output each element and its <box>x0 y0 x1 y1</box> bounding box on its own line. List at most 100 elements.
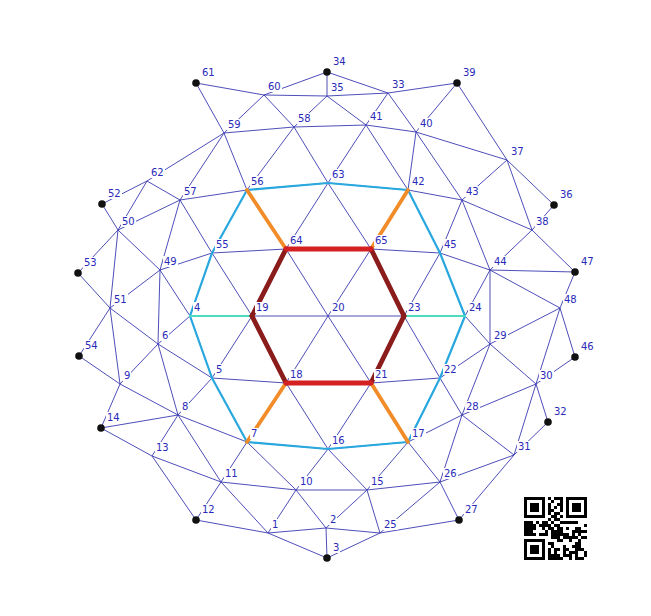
qr-module <box>557 512 560 515</box>
qr-module <box>536 557 539 560</box>
mesh-line <box>224 133 247 190</box>
qr-module <box>533 515 536 518</box>
qr-module <box>554 518 557 521</box>
vertex-number: 38 <box>535 216 550 227</box>
vertex-number: 47 <box>580 256 595 267</box>
qr-module <box>530 521 533 524</box>
vertex-number: 37 <box>510 146 525 157</box>
vertex-number: 22 <box>443 364 458 375</box>
qr-module <box>548 512 551 515</box>
qr-module <box>566 554 569 557</box>
mesh-line <box>328 449 367 490</box>
mesh-line <box>264 95 327 96</box>
qr-module <box>578 533 581 536</box>
mesh-line <box>490 270 575 272</box>
qr-module <box>578 548 581 551</box>
qr-module <box>542 521 545 524</box>
qr-module <box>578 503 581 506</box>
mesh-line <box>416 83 457 132</box>
vertex-number: 53 <box>83 257 98 268</box>
vertex-number: 39 <box>462 67 477 78</box>
qr-module <box>527 521 530 524</box>
qr-module <box>581 536 584 539</box>
mesh-line <box>536 384 548 422</box>
qr-module <box>524 530 527 533</box>
blue-hexagon-line <box>408 378 440 442</box>
orange-line <box>371 383 408 442</box>
qr-module <box>542 554 545 557</box>
mesh-line <box>147 133 224 181</box>
mesh-line <box>190 253 212 316</box>
blue-hexagon-line <box>440 253 465 316</box>
qr-module <box>557 497 560 500</box>
qr-module <box>533 548 536 551</box>
mesh-line <box>490 270 491 344</box>
qr-module <box>566 515 569 518</box>
qr-module <box>584 500 587 503</box>
blue-hexagon-lines <box>190 183 465 449</box>
qr-module <box>542 497 545 500</box>
mesh-line <box>327 96 366 125</box>
mesh-line <box>152 456 221 482</box>
qr-module <box>560 539 563 542</box>
qr-module <box>551 515 554 518</box>
mesh-line <box>465 316 490 344</box>
mesh-line <box>507 160 532 230</box>
qr-module <box>566 521 569 524</box>
vertex-number: 33 <box>391 79 406 90</box>
qr-module <box>551 554 554 557</box>
mesh-line <box>120 384 178 415</box>
mesh-line <box>326 490 367 528</box>
qr-module <box>548 542 551 545</box>
mesh-line <box>440 415 462 482</box>
mesh-line <box>120 344 158 384</box>
qr-module <box>581 557 584 560</box>
qr-module <box>527 515 530 518</box>
qr-module <box>530 515 533 518</box>
qr-module <box>524 509 527 512</box>
mesh-line <box>294 125 366 127</box>
vertex-number: 65 <box>374 235 389 246</box>
qr-module <box>563 548 566 551</box>
qr-module <box>548 551 551 554</box>
qr-module <box>572 509 575 512</box>
qr-module <box>569 521 572 524</box>
qr-module <box>572 530 575 533</box>
mesh-line <box>328 249 371 316</box>
qr-module <box>572 551 575 554</box>
teal-line <box>190 315 252 317</box>
mesh-line <box>158 316 190 344</box>
mesh-line <box>178 415 221 482</box>
qr-module <box>578 506 581 509</box>
anchor-dot <box>323 554 331 562</box>
qr-module <box>575 503 578 506</box>
mesh-line <box>371 249 404 316</box>
qr-module <box>575 506 578 509</box>
vertex-number: 5 <box>215 364 223 375</box>
mesh-line <box>147 181 180 200</box>
qr-module <box>524 527 527 530</box>
qr-module <box>548 518 551 521</box>
qr-module <box>575 554 578 557</box>
qr-module <box>572 506 575 509</box>
red-lines <box>286 249 371 383</box>
anchor-dot <box>455 516 463 524</box>
qr-module <box>575 515 578 518</box>
mesh-line <box>160 200 180 270</box>
qr-module <box>530 557 533 560</box>
vertex-number: 13 <box>155 442 170 453</box>
mesh-line <box>366 125 416 132</box>
mesh-line <box>268 533 327 558</box>
qr-module <box>551 527 554 530</box>
qr-module <box>557 524 560 527</box>
mesh-line <box>490 230 532 270</box>
qr-module <box>557 539 560 542</box>
qr-module <box>536 539 539 542</box>
mesh-line <box>462 384 536 415</box>
qr-module <box>530 527 533 530</box>
vertex-number: 43 <box>465 186 480 197</box>
mesh-line <box>102 181 147 204</box>
qr-module <box>527 533 530 536</box>
qr-module <box>575 530 578 533</box>
mesh-line <box>264 95 294 127</box>
